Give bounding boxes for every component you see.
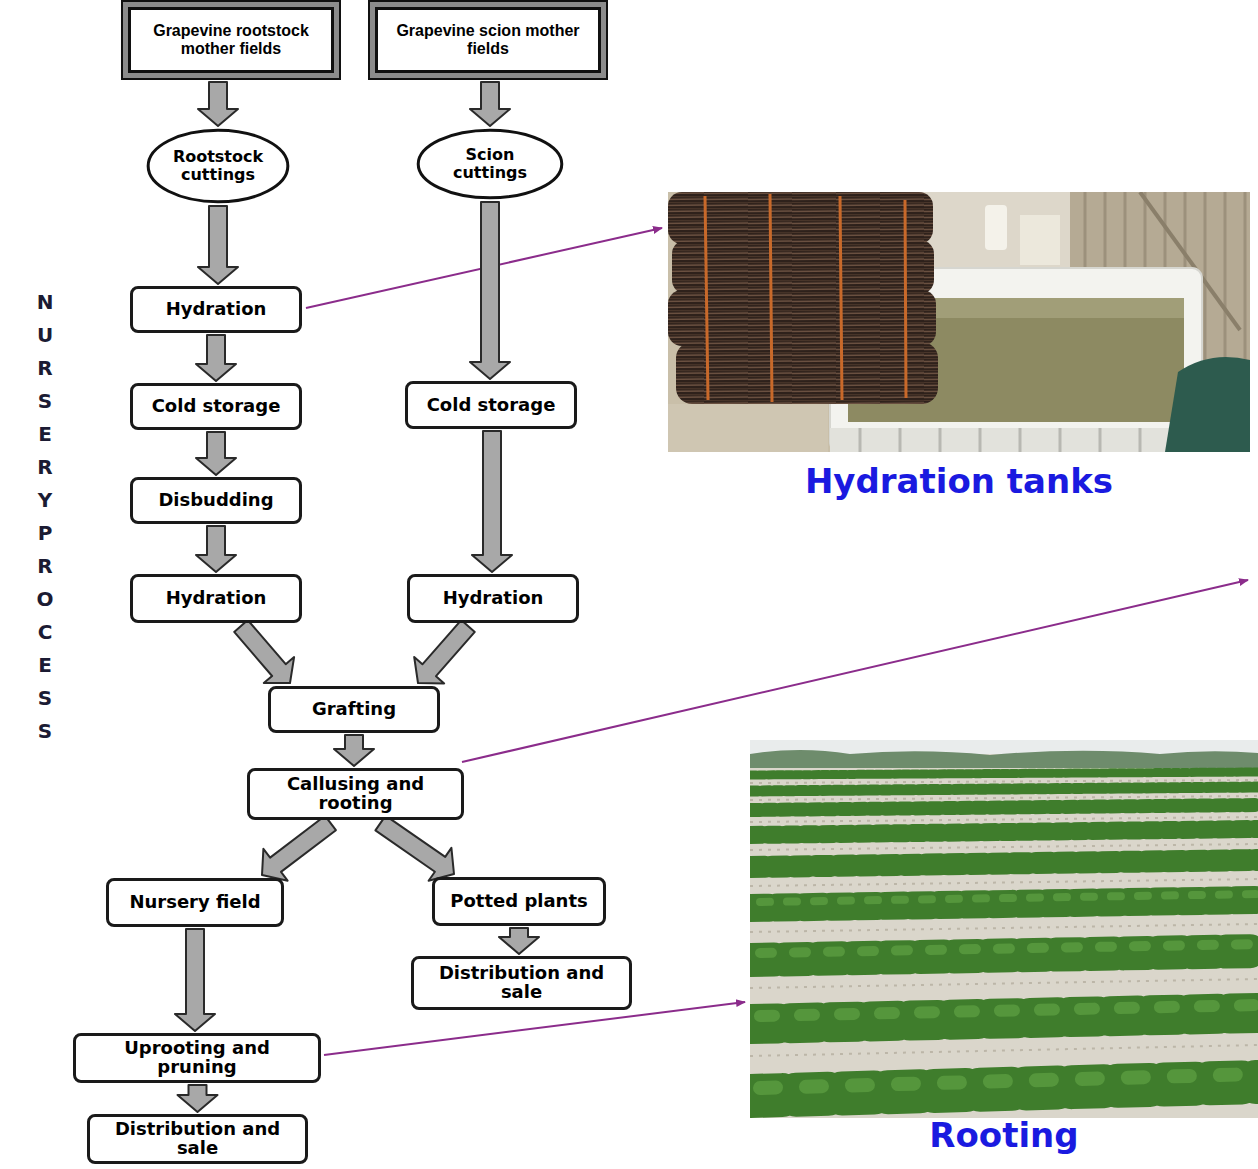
node-label: Grafting (312, 700, 396, 719)
flow-arrow (414, 620, 475, 683)
tree-line (750, 750, 1258, 768)
node-label: Hydration (443, 589, 544, 608)
process-box: Hydration (130, 574, 302, 623)
process-box: Disbudding (130, 477, 302, 524)
node-label: Distribution and sale (96, 1120, 299, 1158)
flow-arrow (196, 432, 236, 475)
flow-arrow (234, 620, 294, 683)
process-box: Distribution and sale (411, 956, 632, 1010)
node-label: Disbudding (158, 491, 273, 510)
process-box: Uprooting and pruning (73, 1033, 321, 1083)
vine-rows (750, 772, 1258, 1096)
process-box: Potted plants (432, 877, 606, 926)
node-label: Hydration (166, 300, 267, 319)
bottle (985, 205, 1007, 250)
photo-background (668, 192, 1250, 452)
band-fill (10, 228, 632, 834)
bundle (672, 240, 934, 294)
process-box: Hydration (407, 574, 579, 623)
flow-arrow (175, 929, 215, 1031)
node-label: Nursery field (129, 893, 260, 912)
flow-arrow (470, 202, 510, 379)
flow-arrow (334, 735, 374, 766)
flow-arrow (375, 816, 454, 881)
hydration-tank-photo (668, 192, 1250, 452)
band-title: NURSERY PROCESS (35, 286, 55, 748)
cuttings-ellipse: Rootstock cuttings (146, 128, 290, 204)
cuttings-ellipse: Scion cuttings (416, 128, 564, 200)
process-box: Nursery field (106, 878, 284, 927)
cage-bars (860, 428, 1180, 452)
node-label: Hydration (166, 589, 267, 608)
ellipse-shape (418, 130, 562, 198)
nursery-band: NURSERY PROCESSHydrationCold storageCold… (10, 228, 632, 834)
process-box: Callusing and rooting (247, 768, 464, 820)
vine-highlights (760, 894, 1258, 1088)
process-box: Cold storage (130, 383, 302, 430)
flow-arrow (196, 526, 236, 572)
green-cloth (1165, 357, 1250, 452)
bundle (676, 342, 938, 404)
flow-arrow (472, 431, 512, 572)
process-box: Grafting (268, 686, 440, 733)
process-box: Cold storage (405, 381, 577, 429)
row-stakes (750, 780, 1258, 1056)
photo-caption: Hydration tanks (805, 461, 1113, 501)
node-label: Potted plants (450, 892, 587, 911)
node-label: Uprooting and pruning (82, 1039, 312, 1077)
node-label: Cold storage (152, 397, 281, 416)
ellipse-shape (148, 130, 288, 201)
flow-arrow (499, 928, 539, 954)
photo-caption: Rooting (929, 1115, 1078, 1155)
photo-caption-box: Rooting (750, 1116, 1258, 1155)
leader-line (462, 580, 1248, 762)
source-box: Grapevine scion mother fields (375, 7, 601, 73)
flow-arrow (178, 1085, 218, 1112)
flow-arrow (196, 335, 236, 381)
band-divider (75, 228, 79, 834)
flow-arrow (470, 82, 510, 126)
process-box: Hydration (130, 286, 302, 333)
source-box: Grapevine rootstock mother fields (128, 7, 334, 73)
node-label: Distribution and sale (420, 964, 623, 1002)
band-background (10, 228, 632, 834)
cutting-bundles (668, 192, 938, 404)
field-ground (750, 740, 1258, 1118)
flow-arrow (262, 816, 336, 881)
flow-arrow (198, 206, 238, 284)
flow-arrow (198, 82, 238, 126)
node-label: Scion cuttings (430, 146, 550, 181)
process-box: Distribution and sale (87, 1114, 308, 1164)
bundle-ties (705, 194, 906, 402)
node-label: Cold storage (427, 396, 556, 415)
node-label: Callusing and rooting (256, 775, 455, 813)
node-label: Grapevine scion mother fields (382, 22, 594, 59)
node-label: Grapevine rootstock mother fields (135, 22, 327, 59)
photo-caption-box: Hydration tanks (668, 462, 1250, 501)
bundle (668, 192, 933, 244)
rooting-field-photo (750, 740, 1258, 1118)
container (1020, 215, 1060, 265)
ground (668, 404, 828, 452)
node-label: Rootstock cuttings (160, 148, 276, 183)
tank-cage (830, 428, 1202, 452)
